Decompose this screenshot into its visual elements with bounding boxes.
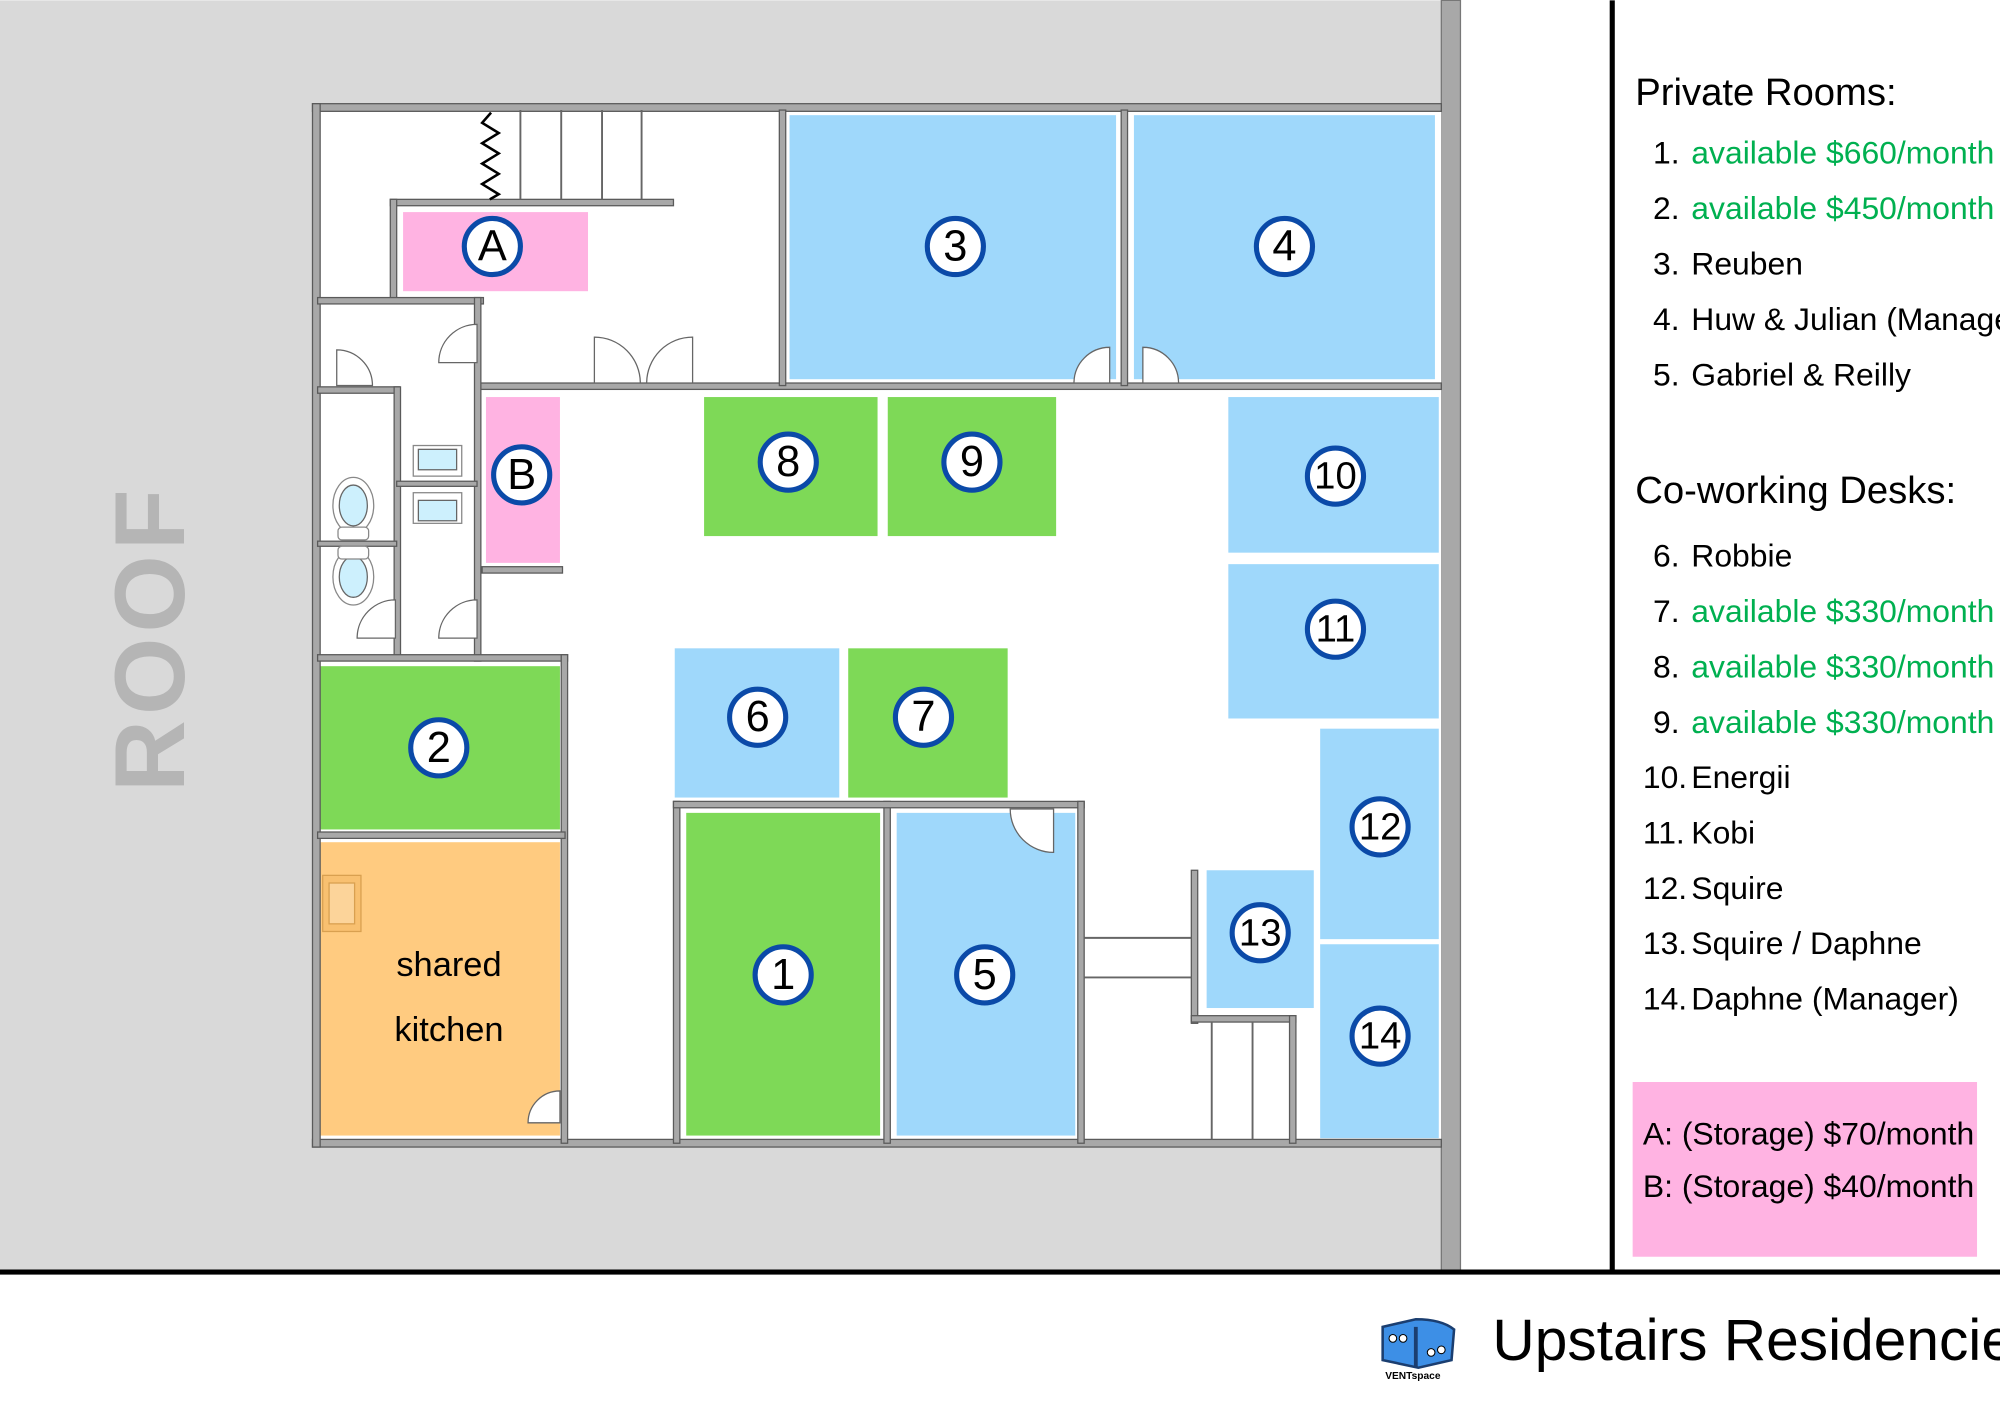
- legend-item-number: 12.: [1643, 870, 1687, 906]
- coworking-desks-list: 6. Robbie 7. available $330/month 8. availabl…: [1643, 538, 1995, 1017]
- walls: [311, 103, 1442, 1148]
- fixtures: [322, 444, 463, 933]
- legend-item-number: 4.: [1653, 301, 1680, 337]
- legend-item-number: 3.: [1653, 246, 1680, 282]
- badge-8: 8: [757, 431, 819, 493]
- badge-7: 7: [892, 686, 955, 748]
- legend-item-available: available $330/month: [1691, 704, 1994, 740]
- badge-a: A: [461, 215, 523, 278]
- legend-item-occupant: Squire: [1691, 870, 1783, 906]
- legend-item-number: 7.: [1653, 593, 1680, 629]
- logo-text: VENTspace: [1385, 1371, 1441, 1382]
- legend: Private Rooms: 1. available $660/month 2. a…: [1632, 71, 2000, 1257]
- badge-3: 3: [924, 215, 986, 278]
- footer-divider: [0, 1269, 2000, 1275]
- private-rooms-list: 1. available $660/month 2. available $450/m…: [1653, 135, 2000, 393]
- storage-legend-box: [1632, 1082, 1978, 1257]
- legend-item-occupant: Daphne (Manager): [1691, 981, 1959, 1017]
- legend-item-number: 2.: [1653, 190, 1680, 226]
- kitchen-label-line1: shared: [396, 946, 501, 984]
- svg-text:3: 3: [943, 223, 967, 271]
- legend-item-occupant: Squire / Daphne: [1691, 925, 1921, 961]
- legend-item-occupant: Kobi: [1691, 814, 1755, 850]
- badge-1: 1: [752, 944, 814, 1006]
- svg-text:12: 12: [1359, 805, 1402, 848]
- legend-item-available: available $660/month: [1691, 135, 1994, 171]
- svg-text:1: 1: [771, 951, 795, 999]
- legend-item-occupant: Reuben: [1691, 246, 1803, 282]
- legend-item-number: 13.: [1643, 925, 1687, 961]
- badge-14: 14: [1349, 1005, 1411, 1067]
- legend-item-number: 5.: [1653, 357, 1680, 393]
- break-line-icon: [479, 111, 502, 201]
- svg-text:11: 11: [1316, 608, 1356, 651]
- svg-text:4: 4: [1272, 223, 1296, 271]
- legend-item-number: 8.: [1653, 648, 1680, 684]
- vent-space-logo: VENTspace: [1381, 1317, 1456, 1382]
- svg-text:10: 10: [1314, 455, 1357, 498]
- badge-12: 12: [1349, 796, 1411, 858]
- badge-11: 11: [1304, 598, 1367, 660]
- svg-text:6: 6: [746, 693, 770, 741]
- badge-13: 13: [1229, 902, 1291, 964]
- storage-b-legend: B: (Storage) $40/month: [1643, 1168, 1974, 1204]
- staircase-bottom: [1084, 936, 1254, 1140]
- badge-6: 6: [727, 686, 789, 748]
- staircase-top: [479, 110, 643, 201]
- legend-item-occupant: Energii: [1691, 759, 1790, 795]
- legend-item-number: 9.: [1653, 704, 1680, 740]
- svg-text:13: 13: [1239, 911, 1282, 954]
- storage-a-legend: A: (Storage) $70/month: [1643, 1116, 1974, 1152]
- legend-item-number: 10.: [1643, 759, 1687, 795]
- legend-item-available: available $450/month: [1691, 190, 1994, 226]
- legend-item-number: 11.: [1643, 814, 1685, 850]
- badge-4: 4: [1253, 215, 1316, 278]
- badge-10: 10: [1304, 445, 1367, 507]
- legend-item-occupant: Robbie: [1691, 538, 1792, 574]
- private-rooms-title: Private Rooms:: [1635, 71, 1896, 114]
- svg-text:7: 7: [911, 693, 935, 741]
- legend-item-occupant: Huw & Julian (Manager): [1691, 301, 2000, 337]
- badge-5: 5: [954, 944, 1016, 1006]
- svg-text:5: 5: [973, 951, 997, 999]
- svg-text:A: A: [478, 223, 507, 271]
- coworking-desks-title: Co-working Desks:: [1635, 469, 1956, 512]
- legend-divider: [1609, 0, 1615, 1271]
- legend-item-available: available $330/month: [1691, 648, 1994, 684]
- doors: [336, 323, 1180, 1124]
- legend-item-available: available $330/month: [1691, 593, 1994, 629]
- room-badges: A B 3 4 8 9 10 11 12 13 14 6 7 1 5 2: [408, 215, 1411, 1067]
- exterior-wall: [1440, 0, 1462, 1272]
- kitchen-label-line2: kitchen: [394, 1011, 503, 1049]
- badge-b: B: [491, 444, 553, 506]
- svg-text:9: 9: [960, 438, 984, 486]
- legend-item-number: 14.: [1643, 981, 1687, 1017]
- badge-2: 2: [408, 717, 470, 779]
- legend-item-occupant: Gabriel & Reilly: [1691, 357, 1911, 393]
- badge-9: 9: [941, 431, 1003, 493]
- legend-item-number: 6.: [1653, 538, 1680, 574]
- svg-text:B: B: [507, 451, 536, 499]
- page-title: Upstairs Residencies: [1492, 1308, 2000, 1373]
- svg-text:2: 2: [427, 724, 451, 772]
- legend-item-number: 1.: [1653, 135, 1680, 171]
- svg-text:14: 14: [1359, 1015, 1402, 1058]
- svg-text:8: 8: [776, 438, 800, 486]
- roof-label: ROOF: [95, 484, 206, 792]
